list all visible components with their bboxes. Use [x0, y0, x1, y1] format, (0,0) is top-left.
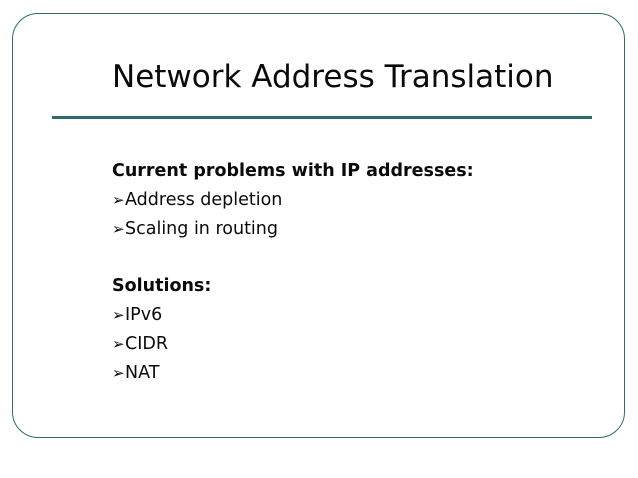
list-item: ➢ Scaling in routing [112, 215, 582, 244]
list-item: ➢ Address depletion [112, 186, 582, 215]
list-item-label: Scaling in routing [125, 219, 278, 239]
list-item: ➢ IPv6 [112, 301, 582, 330]
arrowhead-bullet-icon: ➢ [112, 364, 125, 382]
title-divider-rule [52, 116, 592, 119]
arrowhead-bullet-icon: ➢ [112, 335, 125, 353]
list-item-label: NAT [125, 363, 160, 383]
page-title: Network Address Translation [112, 59, 554, 95]
list-item-label: CIDR [125, 334, 169, 354]
section-heading: Solutions: [112, 276, 212, 296]
list-item: ➢ NAT [112, 359, 582, 388]
section-heading: Current problems with IP addresses: [112, 161, 474, 181]
arrowhead-bullet-icon: ➢ [112, 191, 125, 209]
section-spacer [112, 244, 582, 272]
list-item: ➢ CIDR [112, 330, 582, 359]
slide-border-frame [12, 13, 625, 438]
content-section-solutions: Solutions: ➢ IPv6 ➢ CIDR ➢ NAT [112, 272, 582, 388]
slide-body-content: Current problems with IP addresses: ➢ Ad… [112, 157, 582, 388]
list-item-label: IPv6 [125, 305, 163, 325]
arrowhead-bullet-icon: ➢ [112, 306, 125, 324]
arrowhead-bullet-icon: ➢ [112, 220, 125, 238]
list-item-label: Address depletion [125, 190, 283, 210]
content-section-problems: Current problems with IP addresses: ➢ Ad… [112, 157, 582, 244]
